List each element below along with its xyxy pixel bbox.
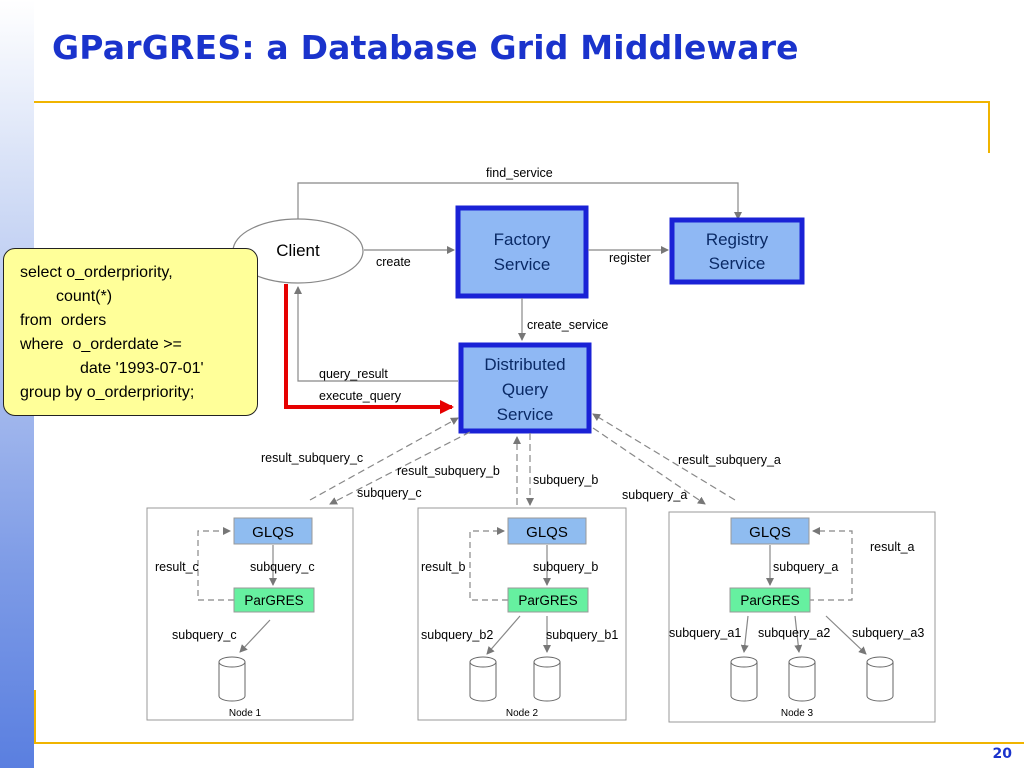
node-2-db2-label: subquery_b2 (421, 628, 493, 642)
node-3-result-label: result_a (870, 540, 915, 554)
node-1-db-arrow (239, 619, 271, 653)
registry-service-label-line1: Registry (706, 230, 769, 249)
node-2-result-label: result_b (421, 560, 466, 574)
query-result-label: query_result (319, 367, 388, 381)
node-2-name: Node 2 (506, 708, 539, 719)
node-3-database-icon-a1 (730, 656, 758, 702)
top-divider (34, 101, 990, 103)
factory-service-label-line2: Service (494, 255, 551, 274)
subquery-c-arrow (329, 431, 471, 505)
query-result-arrow (294, 286, 458, 382)
node-3-subquery-label: subquery_a (773, 560, 838, 574)
node-1-pargres-box (233, 587, 315, 613)
node-3-glqs-label: GLQS (749, 524, 791, 541)
node-1-db-label: subquery_c (172, 628, 237, 642)
right-divider (988, 101, 990, 153)
create-service-label: create_service (527, 318, 608, 332)
sql-line-from: from orders (20, 312, 107, 329)
left-bottom-divider (34, 690, 36, 744)
subquery-c-label: subquery_c (357, 486, 422, 500)
node-2-db2-arrow (486, 615, 521, 655)
node-3-result-loop (808, 527, 853, 601)
client-label: Client (276, 241, 320, 260)
sql-line-where: where o_orderdate >= (20, 336, 182, 353)
node-2-db1-label: subquery_b1 (546, 628, 618, 642)
node-1-result-loop (197, 527, 234, 601)
sql-line-select: select o_orderpriority, (20, 264, 173, 281)
node-3-name: Node 3 (781, 708, 814, 719)
node-1-glqs-box (233, 517, 313, 545)
node-2-result-loop (469, 527, 508, 601)
node-3-pargres-box (729, 587, 811, 613)
execute-query-label: execute_query (319, 389, 402, 403)
node-1-pargres-label: ParGRES (244, 593, 303, 608)
node-2-database-icon-b1 (533, 656, 561, 702)
result-subquery-a-label: result_subquery_a (678, 453, 781, 467)
result-subquery-b-label: result_subquery_b (397, 464, 500, 478)
distributed-query-service-box (458, 342, 592, 434)
subquery-a-arrow (592, 427, 706, 505)
sql-line-date: date '1993-07-01' (80, 360, 204, 377)
node-3-db3-label: subquery_a3 (852, 626, 924, 640)
subquery-b-label: subquery_b (533, 473, 598, 487)
result-subquery-c-arrow (309, 417, 459, 501)
registry-service-label-line2: Service (709, 254, 766, 273)
node-2-glqs-label: GLQS (526, 524, 568, 541)
node-3-db2-label: subquery_a2 (758, 626, 830, 640)
sql-line-group-by: group by o_orderpriority; (20, 384, 195, 401)
factory-service-box (455, 205, 589, 299)
node-1-subquery-label: subquery_c (250, 560, 315, 574)
node-2-database-icon-b2 (469, 656, 497, 702)
find-service-arrow (297, 182, 742, 222)
node-3-db1-label: subquery_a1 (669, 626, 741, 640)
node-1-result-label: result_c (155, 560, 199, 574)
sql-line-count: count(*) (56, 288, 113, 305)
node-2-pargres-box (507, 587, 589, 613)
registry-service-box (669, 217, 805, 285)
factory-service-label-line1: Factory (494, 230, 551, 249)
node-3-glqs-box (730, 517, 810, 545)
dqs-label-line1: Distributed (484, 355, 565, 374)
find-service-label: find_service (486, 166, 553, 180)
node-1-database-icon (218, 656, 246, 702)
node-3-database-icon-a2 (788, 656, 816, 702)
dqs-label-line2: Query (502, 380, 549, 399)
node-3-db1-arrow (740, 615, 749, 653)
slide-title: GParGRES: a Database Grid Middleware (52, 28, 799, 67)
result-subquery-a-arrow (592, 413, 736, 501)
node-3-database-icon-a3 (866, 656, 894, 702)
node-2-subquery-label: subquery_b (533, 560, 598, 574)
execute-query-arrow (284, 284, 454, 414)
node-3-db2-arrow (794, 615, 803, 653)
result-subquery-c-label: result_subquery_c (261, 451, 363, 465)
node-3-db3-arrow (825, 615, 867, 655)
node-3-pargres-label: ParGRES (740, 593, 799, 608)
node-2-glqs-box (507, 517, 587, 545)
create-label: create (376, 255, 411, 269)
sql-query-callout: select o_orderpriority, count(*) from or… (3, 248, 258, 416)
node-1-name: Node 1 (229, 708, 262, 719)
register-label: register (609, 251, 651, 265)
page-number: 20 (992, 746, 1012, 762)
subquery-a-label: subquery_a (622, 488, 687, 502)
bottom-divider (34, 742, 1024, 744)
dqs-label-line3: Service (497, 405, 554, 424)
node-1-glqs-label: GLQS (252, 524, 294, 541)
node-2-pargres-label: ParGRES (518, 593, 577, 608)
